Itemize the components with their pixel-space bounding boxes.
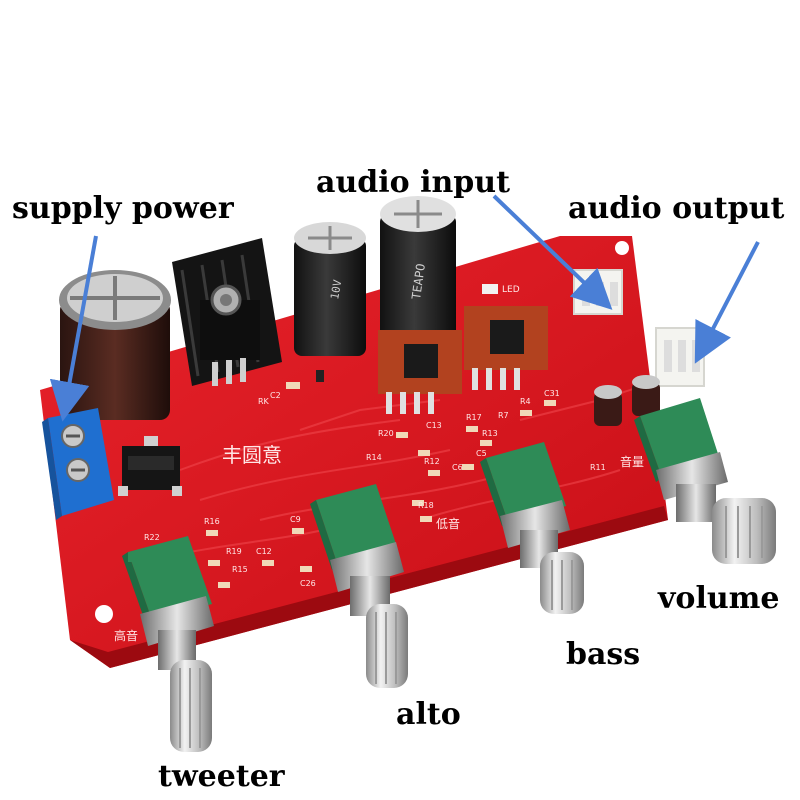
bridge-rectifier xyxy=(118,436,182,496)
ref-label: RK xyxy=(258,397,270,406)
filter-capacitor: TEAPO xyxy=(380,196,456,344)
cap-brand: TEAPO xyxy=(409,263,428,301)
cap-rating: 10V xyxy=(328,278,344,300)
ref-label: R11 xyxy=(590,463,606,472)
label-alto: alto xyxy=(396,697,461,732)
ref-label: R19 xyxy=(226,547,242,556)
silk-bass: 低音 xyxy=(436,516,460,531)
label-audio-output: audio output xyxy=(568,191,785,226)
smd-components xyxy=(206,370,556,588)
ref-label: R22 xyxy=(144,533,160,542)
annotation-arrows xyxy=(49,194,760,422)
ref-label: R12 xyxy=(424,457,440,466)
label-supply-power: supply power xyxy=(12,191,235,226)
ref-label: R7 xyxy=(498,411,509,420)
audio-output-connector xyxy=(655,327,705,387)
small-capacitor xyxy=(632,375,660,416)
silk-volume: 音量 xyxy=(620,454,644,469)
bass-knob[interactable] xyxy=(480,442,584,614)
ref-label: C2 xyxy=(270,391,281,400)
ref-label: R16 xyxy=(204,517,220,526)
label-audio-input: audio input xyxy=(316,165,510,200)
ref-label: R4 xyxy=(520,397,531,406)
regulator-heatsink xyxy=(172,238,282,386)
label-bass: bass xyxy=(566,637,640,672)
ref-label: C31 xyxy=(544,389,560,398)
opamp-socket xyxy=(378,330,462,414)
ref-label: R20 xyxy=(378,429,394,438)
power-terminal xyxy=(42,408,114,520)
ref-label: R13 xyxy=(482,429,498,438)
alto-knob[interactable] xyxy=(310,484,408,688)
mounting-hole xyxy=(615,241,629,255)
volume-knob[interactable] xyxy=(634,398,776,564)
ref-label: R14 xyxy=(366,453,382,462)
arrow-audio-output xyxy=(694,241,760,364)
brand-silkscreen: 丰圆意 xyxy=(222,443,282,467)
audio-input-connector xyxy=(573,269,623,315)
ref-label: C9 xyxy=(290,515,301,524)
ref-label: C26 xyxy=(300,579,316,588)
filter-capacitor: 10V xyxy=(294,222,366,356)
component-refs: R22 R16 R19 R15 C12 C9 C26 R18 R20 R14 C… xyxy=(144,389,606,588)
arrow-audio-input xyxy=(492,194,613,310)
small-capacitor xyxy=(594,385,622,426)
tweeter-knob[interactable] xyxy=(122,536,214,752)
ref-label: R18 xyxy=(418,501,434,510)
led-label: LED xyxy=(502,285,520,295)
ref-label: C12 xyxy=(256,547,272,556)
ref-label: R17 xyxy=(466,413,482,422)
ref-label: C5 xyxy=(476,449,487,458)
mounting-hole xyxy=(95,605,113,623)
ref-label: C6 xyxy=(452,463,463,472)
arrow-supply-power xyxy=(49,235,98,422)
silk-tweeter: 高音 xyxy=(114,628,138,643)
label-volume: volume xyxy=(657,581,779,616)
opamp-socket xyxy=(464,306,548,390)
ref-label: C13 xyxy=(426,421,442,430)
label-tweeter: tweeter xyxy=(158,759,286,794)
ref-label: R15 xyxy=(232,565,248,574)
led xyxy=(482,284,498,294)
